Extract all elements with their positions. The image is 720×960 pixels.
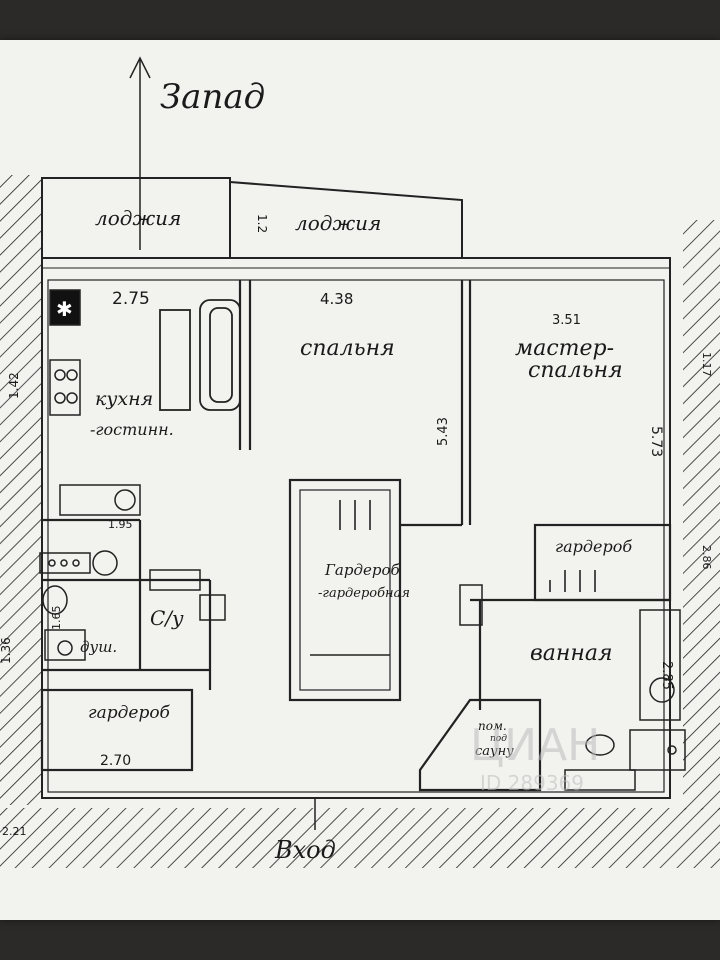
dim-bedroom-width: 4.38 (320, 290, 353, 308)
bath-fixtures-left (39, 550, 226, 661)
orientation-arrow-head (129, 56, 151, 79)
sauna-label-2: под (490, 734, 507, 744)
dim-shower: 1.65 (50, 606, 63, 631)
dim-bottom-left: 2.21 (2, 825, 27, 838)
dim-right-wall-1: 1.17 (700, 352, 713, 377)
kitchen-fixtures (49, 289, 141, 516)
dim-loggia-small: 1.2 (255, 214, 269, 233)
dim-corridor: 1.95 (108, 518, 133, 531)
dressing-room-label-1: Гардероб (324, 561, 400, 579)
wardrobe-rails (310, 500, 596, 656)
orientation-label: Запад (160, 77, 265, 117)
dressing-room-label-2: -гардеробная (318, 586, 410, 601)
watermark-brand: ЦИАН (470, 720, 600, 771)
sauna-label-1: пом. (478, 719, 507, 733)
exterior-wall-bottom (0, 808, 720, 868)
sauna-label-3: сауну (475, 744, 514, 759)
loggia-right-label: лоджия (295, 211, 381, 235)
dim-bath-height: 2.85 (659, 661, 674, 690)
dim-kitchen-width: 2.75 (112, 289, 150, 309)
fridge-icon: ✱ (56, 297, 73, 321)
living-furniture (159, 299, 241, 411)
master-bedroom-label-2: спальня (528, 358, 623, 383)
hall-wardrobe-label: гардероб (88, 703, 171, 723)
dim-right-wall-2: 2.86 (700, 545, 713, 570)
entrance-label: Вход (274, 836, 336, 864)
bath-fixtures-right (459, 584, 686, 791)
wc-label: С/у (150, 606, 184, 630)
shower-label: душ. (80, 638, 117, 656)
dim-wardrobe-width: 2.70 (100, 753, 131, 769)
dim-left-wall-1: 1.42 (7, 372, 21, 399)
dim-left-wall-2: 1.36 (0, 637, 13, 664)
loggia-left-label: лоджия (95, 206, 181, 230)
kitchen-label-2: -гостинн. (90, 420, 174, 439)
master-wardrobe-label: гардероб (555, 537, 632, 556)
kitchen-label-1: кухня (95, 388, 153, 410)
dim-master-height: 5.73 (648, 426, 664, 457)
exterior-wall-left (0, 175, 42, 805)
dim-bedroom-height: 5.43 (436, 417, 451, 446)
exterior-wall-right (683, 220, 720, 810)
master-bedroom-label-1: мастер- (515, 336, 614, 361)
dim-master-width: 3.51 (552, 313, 581, 328)
bedroom-label: спальня (300, 336, 395, 361)
watermark-id: ID 289369 (480, 771, 584, 795)
bathroom-label: ванная (530, 641, 613, 666)
